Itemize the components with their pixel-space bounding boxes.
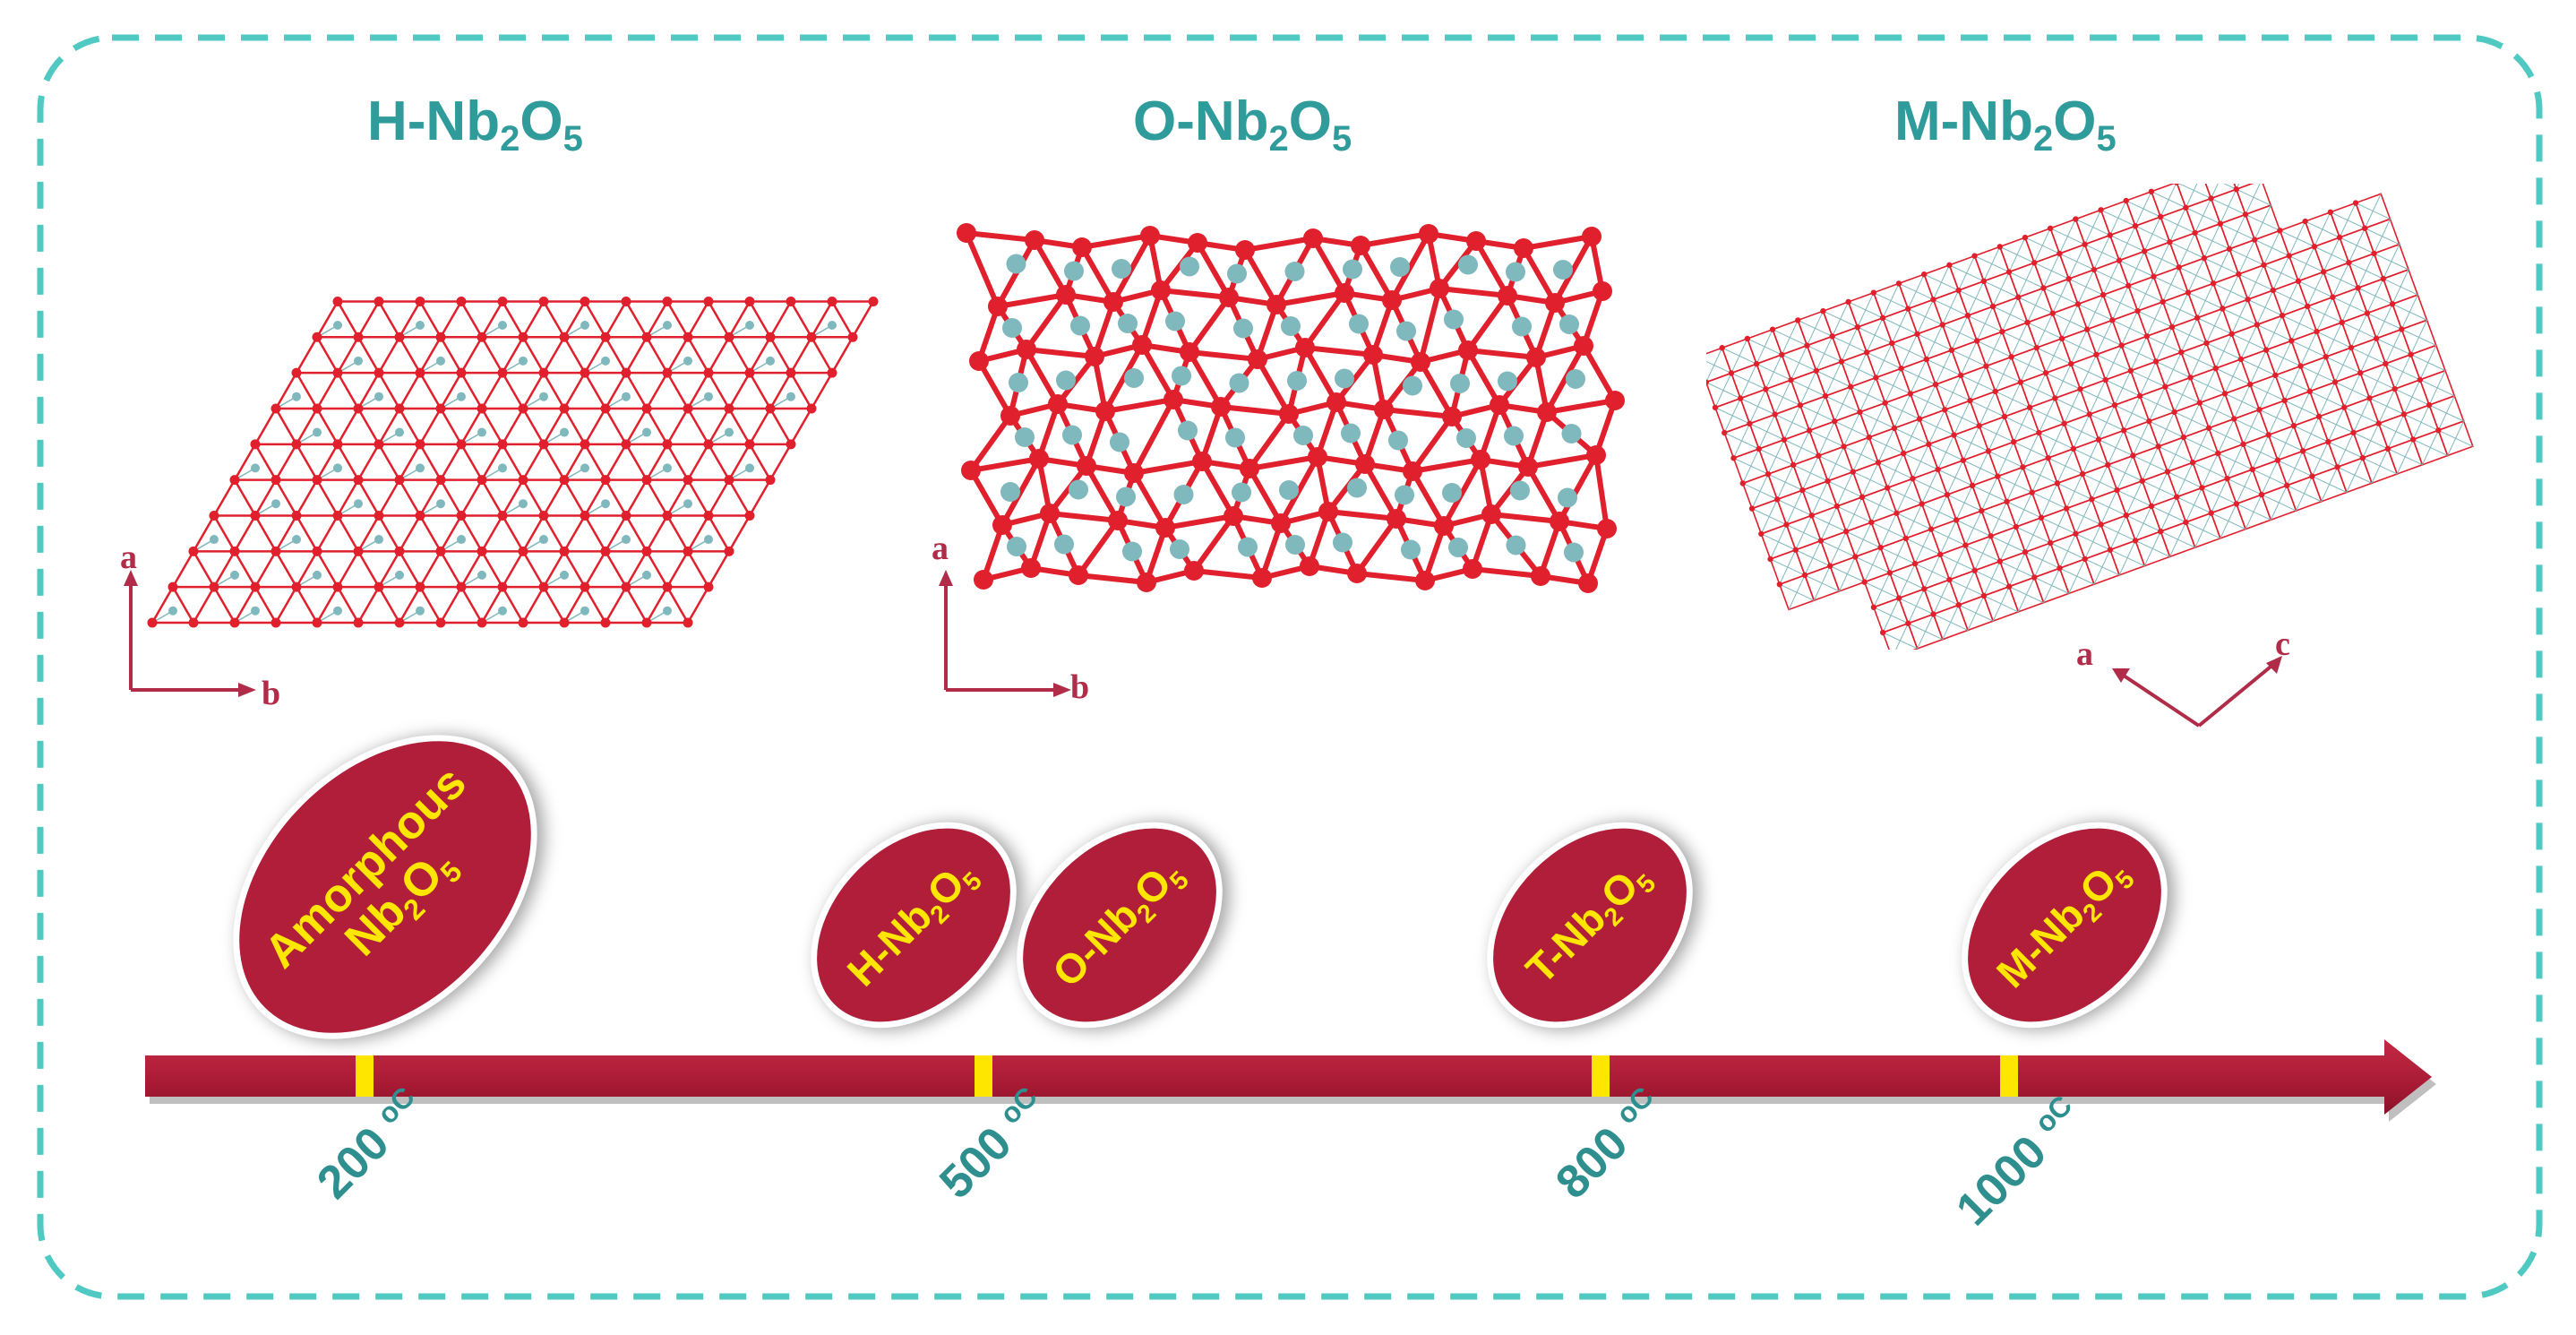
- axis-label-c: c: [2275, 625, 2290, 663]
- axes-indicator-h: [124, 570, 256, 697]
- axis-label-b: b: [1070, 668, 1090, 706]
- m-nb2o5-crystal-structure: [1706, 184, 2474, 650]
- h-nb2o5-crystal-structure: [147, 296, 879, 628]
- axes-indicator-o: [939, 570, 1071, 697]
- axes-indicator-m: [2112, 656, 2282, 728]
- tick-500: [975, 1055, 992, 1097]
- phase-t-label: T-Nb2O5: [1516, 862, 1662, 993]
- axis-label-a: a: [120, 538, 137, 576]
- phase-o-label: O-Nb2O5: [1043, 858, 1195, 996]
- phase-m-label: M-Nb2O5: [1987, 857, 2141, 997]
- axis-label-a: a: [932, 530, 949, 567]
- structure-title-m: M-Nb2O5: [1894, 90, 2117, 159]
- temperature-arrow: [145, 1039, 2436, 1122]
- structure-title-h: H-Nb2O5: [367, 90, 583, 159]
- o-nb2o5-crystal-structure: [957, 223, 1625, 593]
- tick-1000: [2000, 1055, 2018, 1097]
- tick-800: [1592, 1055, 1610, 1097]
- axis-label-a: a: [2076, 635, 2093, 673]
- phase-h-label: H-Nb2O5: [837, 859, 988, 995]
- tick-200: [356, 1055, 374, 1097]
- axis-label-b: b: [262, 675, 281, 712]
- structure-title-o: O-Nb2O5: [1133, 90, 1352, 159]
